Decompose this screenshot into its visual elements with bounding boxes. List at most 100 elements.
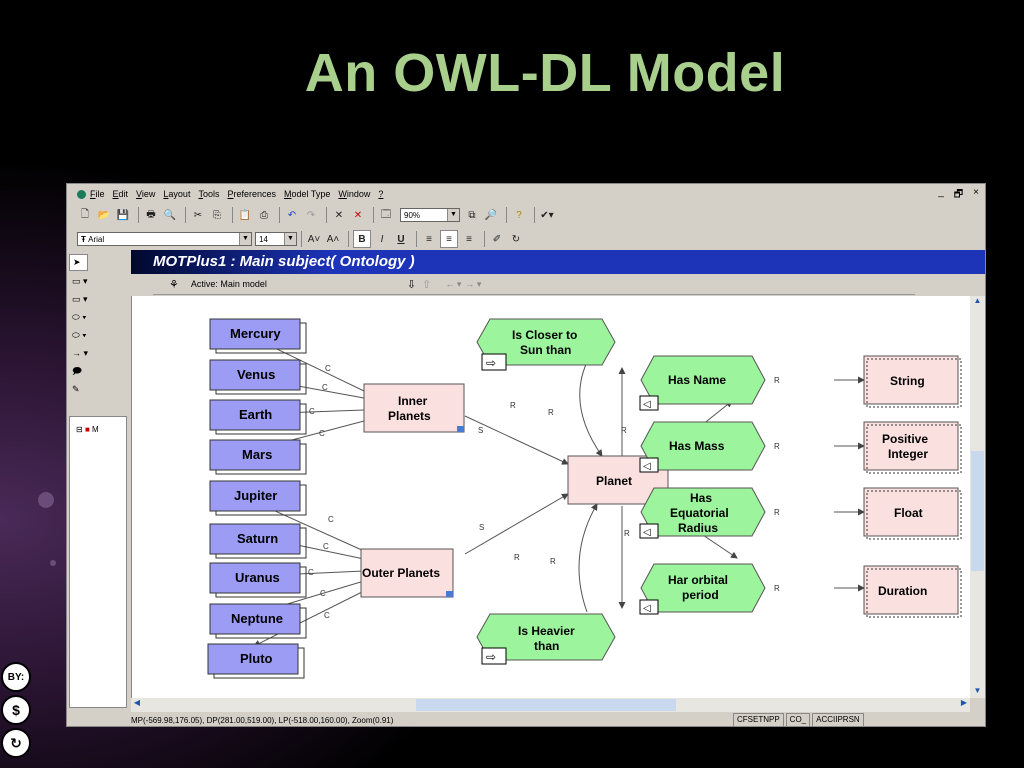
link-label-c: C bbox=[309, 407, 315, 416]
save-icon[interactable]: 💾 bbox=[116, 209, 130, 221]
procedure-tool[interactable]: ▭ ▾ bbox=[72, 294, 88, 304]
node-neptune[interactable]: Neptune bbox=[209, 603, 307, 639]
minimize-button[interactable]: _ bbox=[938, 187, 944, 198]
scroll-right-icon[interactable]: ▶ bbox=[960, 698, 968, 707]
node-inner-planets[interactable]: Inner Planets bbox=[363, 383, 465, 433]
zoom-icon[interactable]: 🔎 bbox=[484, 209, 498, 221]
scroll-up-icon[interactable]: ▲ bbox=[973, 296, 982, 305]
color-icon[interactable]: ✐ bbox=[492, 233, 502, 245]
comment-tool[interactable]: 🗩 bbox=[72, 365, 82, 376]
refresh-icon[interactable]: ↻ bbox=[511, 233, 521, 245]
align-center-icon[interactable]: ≡ bbox=[440, 230, 458, 248]
print-icon[interactable]: 🖶 bbox=[146, 208, 156, 220]
delete-all-icon[interactable]: ✕ bbox=[353, 209, 363, 221]
check-icon[interactable]: ✔▾ bbox=[540, 209, 554, 221]
node-jupiter[interactable]: Jupiter bbox=[209, 480, 307, 516]
link-tool[interactable]: → ▾ bbox=[72, 348, 89, 358]
zoom-select[interactable]: 90% ▼ bbox=[400, 208, 460, 222]
cut-icon[interactable]: ✂ bbox=[193, 209, 203, 221]
vertical-scroll-thumb[interactable] bbox=[971, 451, 984, 571]
node-venus[interactable]: Venus bbox=[209, 359, 307, 395]
svg-text:Earth: Earth bbox=[239, 407, 272, 422]
delete-icon[interactable]: ✕ bbox=[334, 209, 344, 221]
close-button[interactable]: × bbox=[973, 187, 979, 198]
new-icon[interactable]: 🗋 bbox=[80, 208, 90, 220]
menu-view[interactable]: View bbox=[136, 189, 156, 199]
node-mars[interactable]: Mars bbox=[209, 439, 307, 475]
node-uranus[interactable]: Uranus bbox=[209, 562, 307, 598]
diagram-canvas[interactable]: C C C C C C C C C S S R R R R R R R R R bbox=[131, 296, 971, 698]
menu-help[interactable]: ? bbox=[378, 189, 384, 199]
nav-forward-icon[interactable]: → ▾ bbox=[465, 278, 482, 289]
node-string[interactable]: String bbox=[863, 355, 962, 408]
vertical-scrollbar[interactable]: ▲ ▼ bbox=[970, 296, 985, 698]
menu-preferences[interactable]: Preferences bbox=[227, 189, 277, 199]
bold-icon[interactable]: B bbox=[353, 230, 371, 248]
node-mercury[interactable]: Mercury bbox=[209, 318, 307, 354]
arrow-right-icon: ⇨ bbox=[486, 650, 496, 664]
nav-down-icon[interactable]: ⇩ bbox=[406, 278, 417, 291]
tree-node[interactable]: ⊟ ■ M bbox=[76, 425, 99, 434]
menu-tools[interactable]: Tools bbox=[198, 189, 220, 199]
link-label-r: R bbox=[514, 553, 520, 562]
link-label-r: R bbox=[774, 442, 780, 451]
app-icon bbox=[77, 189, 86, 199]
font-name: Arial bbox=[88, 235, 105, 244]
model-tree[interactable]: ⊟ ■ M bbox=[69, 416, 127, 708]
nav-up-icon[interactable]: ⇧ bbox=[422, 278, 432, 291]
node-saturn[interactable]: Saturn bbox=[209, 523, 307, 559]
node-has-mass[interactable]: Has Mass ◁ bbox=[639, 421, 766, 473]
node-outer-planets[interactable]: Outer Planets bbox=[360, 548, 454, 598]
node-pluto[interactable]: Pluto bbox=[207, 643, 305, 679]
properties-icon[interactable]: 🗔 bbox=[380, 208, 392, 220]
node-float[interactable]: Float bbox=[863, 487, 962, 540]
underline-icon[interactable]: U bbox=[397, 233, 405, 245]
menu-model-type[interactable]: Model Type bbox=[284, 189, 331, 199]
node-duration[interactable]: Duration bbox=[863, 565, 962, 618]
node-has-equatorial-radius[interactable]: Has Equatorial Radius ◁ bbox=[639, 487, 766, 539]
scroll-left-icon[interactable]: ◀ bbox=[133, 698, 141, 707]
zoom-fit-icon[interactable]: ⧉ bbox=[468, 209, 476, 221]
toolbar-separator bbox=[301, 231, 302, 247]
document-titlebar: MOTPlus1 : Main subject( Ontology ) bbox=[131, 250, 985, 274]
node-har-orbital-period[interactable]: Har orbital period ◁ bbox=[639, 563, 766, 615]
undo-icon[interactable]: ↶ bbox=[287, 209, 297, 221]
toolbar-separator bbox=[185, 207, 186, 223]
font-increase-icon[interactable]: A˄ bbox=[326, 233, 340, 245]
paste-special-icon[interactable]: ⎙ bbox=[260, 209, 268, 221]
menu-window[interactable]: Window bbox=[338, 189, 371, 199]
font-select[interactable]: Ŧ Arial ▼ bbox=[77, 232, 252, 246]
node-positive-integer[interactable]: Positive Integer bbox=[863, 421, 962, 474]
italic-icon[interactable]: I bbox=[380, 233, 384, 245]
help-icon[interactable]: ? bbox=[516, 209, 522, 221]
redo-icon[interactable]: ↷ bbox=[306, 209, 316, 221]
model-tree-icon[interactable]: ⚘ bbox=[169, 278, 179, 291]
horizontal-scroll-thumb[interactable] bbox=[416, 699, 676, 711]
print-preview-icon[interactable]: 🔍 bbox=[163, 209, 177, 221]
status-cell: CO_ bbox=[785, 713, 811, 727]
concept-tool[interactable]: ▭ ▾ bbox=[72, 276, 88, 286]
font-size-select[interactable]: 14 ▼ bbox=[255, 232, 297, 246]
node-has-name[interactable]: Has Name ◁ bbox=[639, 355, 766, 411]
fact-tool[interactable]: ⬭ ▾ bbox=[72, 330, 87, 340]
toolbar-separator bbox=[416, 231, 417, 247]
paste-icon[interactable]: 📋 bbox=[238, 209, 252, 221]
align-right-icon[interactable]: ≡ bbox=[466, 233, 472, 245]
menu-edit[interactable]: Edit bbox=[112, 189, 129, 199]
menu-layout[interactable]: Layout bbox=[163, 189, 191, 199]
open-icon[interactable]: 📂 bbox=[97, 209, 111, 221]
align-left-icon[interactable]: ≡ bbox=[426, 233, 432, 245]
node-is-closer-to-sun-than[interactable]: Is Closer to Sun than ⇨ bbox=[476, 318, 616, 371]
principle-tool[interactable]: ⬭ ▾ bbox=[72, 312, 87, 322]
scroll-down-icon[interactable]: ▼ bbox=[973, 686, 982, 695]
restore-button[interactable]: 🗗 bbox=[953, 189, 964, 200]
pencil-tool[interactable]: ✎ bbox=[72, 384, 80, 394]
copy-icon[interactable]: ⎘ bbox=[213, 209, 221, 221]
pointer-tool[interactable]: ➤ bbox=[69, 254, 88, 271]
node-is-heavier-than[interactable]: Is Heavier than ⇨ bbox=[476, 613, 616, 665]
font-decrease-icon[interactable]: A˅ bbox=[307, 233, 321, 245]
nav-back-icon[interactable]: ← ▾ bbox=[445, 278, 462, 289]
menu-file[interactable]: File bbox=[90, 189, 105, 199]
horizontal-scrollbar[interactable]: ◀ ▶ bbox=[131, 698, 970, 712]
node-earth[interactable]: Earth bbox=[209, 399, 307, 435]
